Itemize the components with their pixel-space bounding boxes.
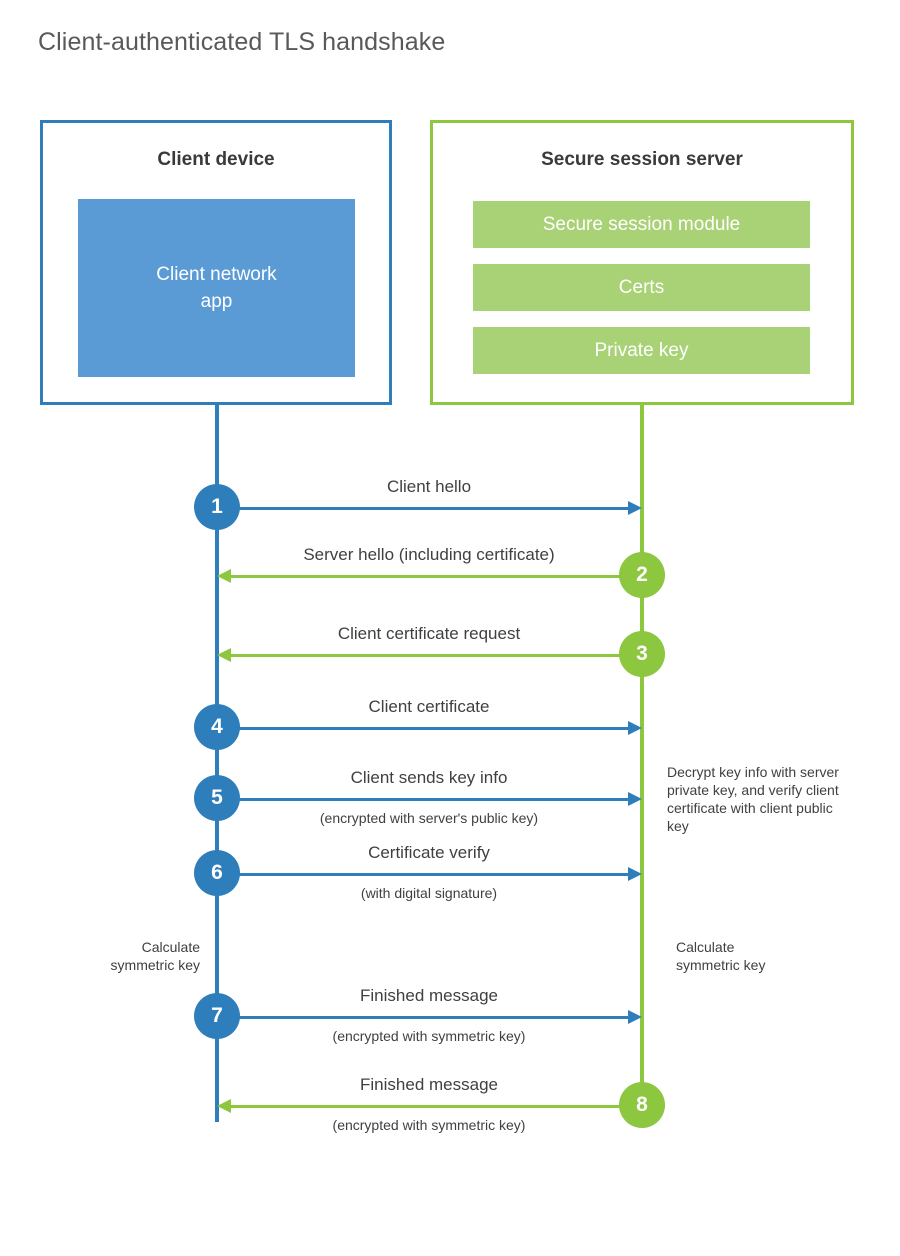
- step-circle-6[interactable]: 6: [194, 850, 240, 896]
- client-network-app-box: Client network app: [78, 199, 355, 377]
- message-label-4: Client certificate: [368, 697, 490, 716]
- message-line-3: [224, 654, 642, 657]
- arrow-head-left-icon: [217, 1099, 231, 1113]
- client-device-panel: Client device Client network app: [40, 120, 392, 405]
- server-lifeline: [640, 404, 644, 1106]
- message-line-6: [217, 873, 634, 876]
- client-network-app-label: Client network app: [156, 264, 277, 312]
- client-lifeline: [215, 404, 219, 1122]
- note-server-decrypt: Decrypt key info with server private key…: [667, 764, 839, 834]
- note-server-calculate-symmetric-key: Calculate symmetric key: [676, 939, 766, 973]
- message-label-2: Server hello (including certificate): [303, 545, 555, 564]
- arrow-head-right-icon: [628, 792, 642, 806]
- server-component-secure-session-module: Secure session module: [473, 201, 810, 248]
- server-panel-title: Secure session server: [541, 149, 743, 170]
- message-sublabel-6: (with digital signature): [360, 885, 498, 901]
- message-sublabel-8: (encrypted with symmetric key): [332, 1117, 526, 1133]
- arrow-head-right-icon: [628, 867, 642, 881]
- step-circle-4[interactable]: 4: [194, 704, 240, 750]
- message-line-2: [224, 575, 642, 578]
- secure-session-server-panel: Secure session server Secure session mod…: [430, 120, 854, 405]
- arrow-head-right-icon: [628, 501, 642, 515]
- page-title: Client-authenticated TLS handshake: [38, 28, 446, 56]
- message-line-7: [217, 1016, 634, 1019]
- message-line-1: [217, 507, 634, 510]
- step-circle-2[interactable]: 2: [619, 552, 665, 598]
- message-label-3: Client certificate request: [337, 624, 521, 643]
- message-label-1: Client hello: [386, 477, 472, 496]
- message-line-8: [224, 1105, 642, 1108]
- client-panel-title: Client device: [157, 149, 275, 170]
- message-line-4: [217, 727, 634, 730]
- step-circle-5[interactable]: 5: [194, 775, 240, 821]
- message-line-5: [217, 798, 634, 801]
- message-sublabel-5: (encrypted with server's public key): [319, 810, 539, 826]
- step-circle-1[interactable]: 1: [194, 484, 240, 530]
- arrow-head-left-icon: [217, 648, 231, 662]
- note-client-calculate-symmetric-key: Calculate symmetric key: [110, 939, 200, 973]
- message-label-5: Client sends key info: [350, 768, 508, 787]
- message-label-7: Finished message: [360, 986, 498, 1005]
- step-circle-8[interactable]: 8: [619, 1082, 665, 1128]
- server-component-certs: Certs: [473, 264, 810, 311]
- message-sublabel-7: (encrypted with symmetric key): [332, 1028, 526, 1044]
- arrow-head-right-icon: [628, 721, 642, 735]
- message-label-6: Certificate verify: [368, 843, 490, 862]
- arrow-head-left-icon: [217, 569, 231, 583]
- arrow-head-right-icon: [628, 1010, 642, 1024]
- message-label-8: Finished message: [360, 1075, 498, 1094]
- step-circle-3[interactable]: 3: [619, 631, 665, 677]
- server-component-private-key: Private key: [473, 327, 810, 374]
- step-circle-7[interactable]: 7: [194, 993, 240, 1039]
